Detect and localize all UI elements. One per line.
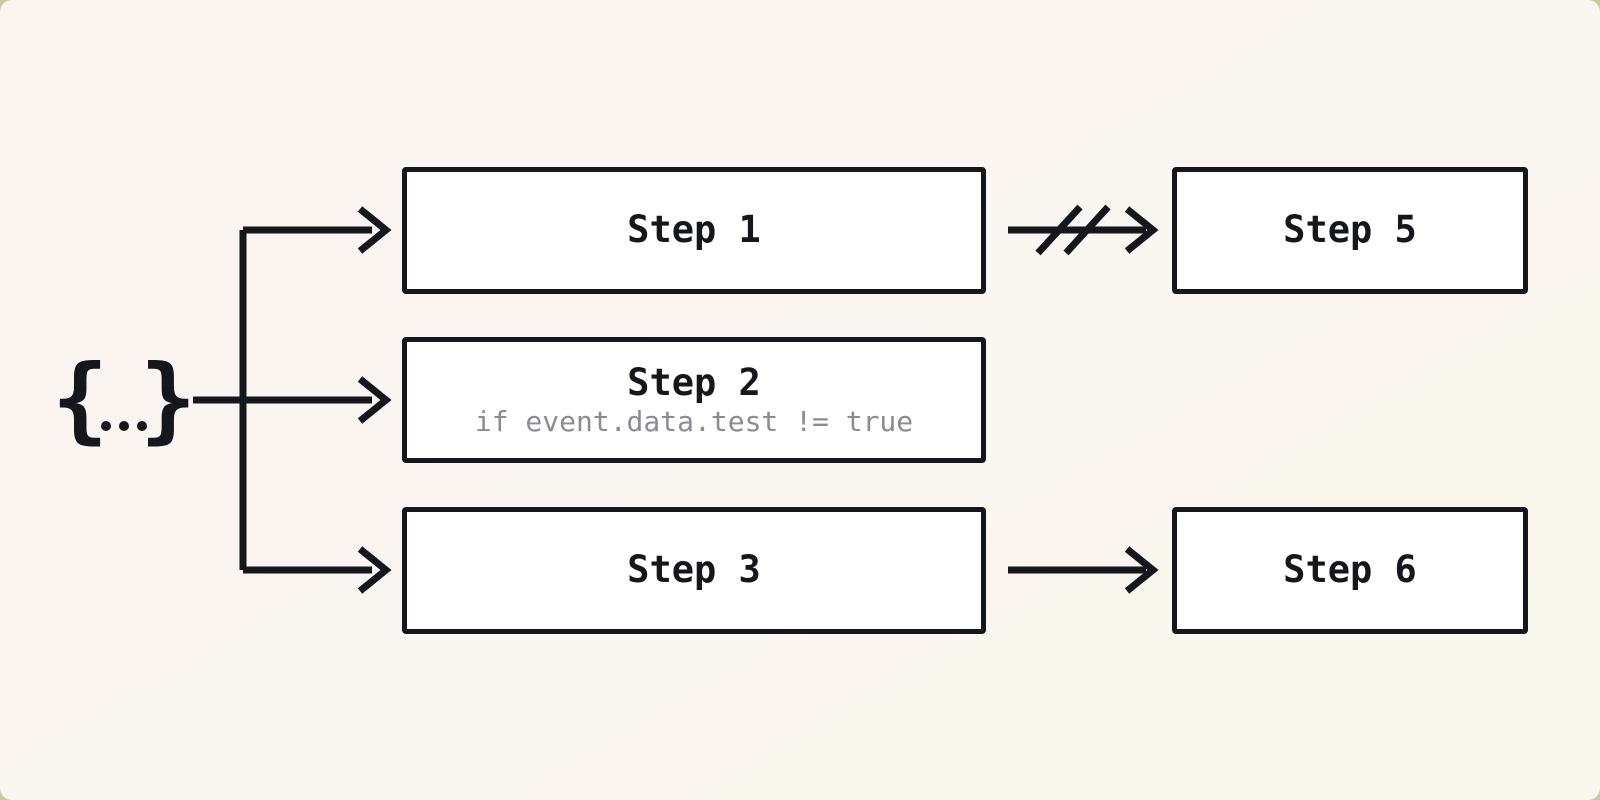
step-node-6: Step 6 bbox=[1172, 507, 1528, 634]
arrow-to-step-3 bbox=[357, 546, 392, 594]
ellipsis-dot bbox=[137, 421, 147, 431]
step-label: Step 2 bbox=[627, 360, 761, 404]
cancel-slash-icon bbox=[1035, 204, 1111, 256]
step-label: Step 5 bbox=[1283, 208, 1417, 252]
step-label: Step 3 bbox=[627, 548, 761, 592]
step-node-2: Step 2 if event.data.test != true bbox=[402, 337, 986, 463]
step-node-3: Step 3 bbox=[402, 507, 986, 634]
fanout-trunk bbox=[193, 226, 372, 574]
step-node-1: Step 1 bbox=[402, 167, 986, 294]
step-condition: if event.data.test != true bbox=[474, 405, 914, 439]
step-label: Step 1 bbox=[627, 208, 761, 252]
arrow-to-step-1 bbox=[357, 206, 392, 254]
cancelled-arrow-step1-step5 bbox=[1008, 204, 1159, 256]
ellipsis-dot bbox=[101, 421, 111, 431]
event-payload-icon: { } bbox=[51, 345, 197, 454]
arrow-step3-step6 bbox=[1008, 546, 1159, 594]
step-label: Step 6 bbox=[1283, 548, 1417, 592]
step-node-5: Step 5 bbox=[1172, 167, 1528, 294]
arrow-to-step-2 bbox=[357, 376, 392, 424]
ellipsis-dot bbox=[119, 421, 129, 431]
brace-right: } bbox=[139, 345, 197, 454]
brace-left: { bbox=[51, 345, 109, 454]
ellipsis-dots-icon bbox=[101, 421, 147, 431]
